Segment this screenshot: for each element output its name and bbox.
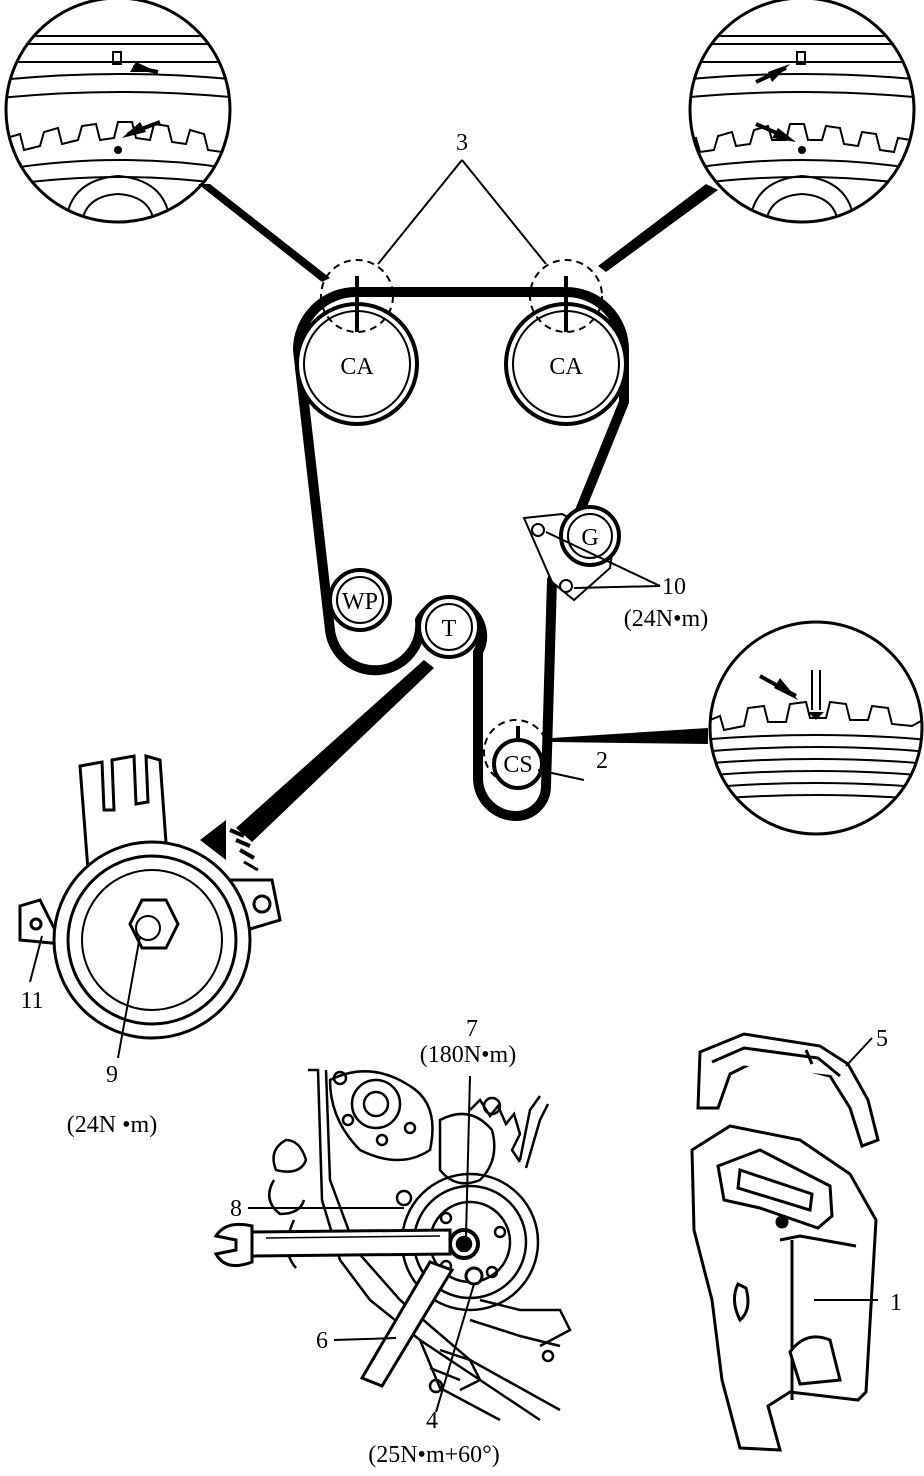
callout-9: 9 bbox=[106, 1062, 118, 1088]
detail-view-right-cam-mark bbox=[688, 0, 916, 224]
leader-6 bbox=[333, 1337, 397, 1341]
generator-pulley: G bbox=[522, 505, 621, 602]
camshaft-pulley-right: CA bbox=[504, 302, 628, 426]
pulley-label-ca-left: CA bbox=[340, 354, 374, 380]
pulley-label-ca-right: CA bbox=[549, 354, 583, 380]
callout-2: 2 bbox=[596, 748, 608, 774]
leader-7 bbox=[465, 1075, 471, 1237]
tensioner-detail bbox=[18, 753, 282, 1040]
leader-tensioner-detail bbox=[236, 660, 434, 842]
leader-10-a bbox=[545, 531, 661, 587]
callout-10: 10 bbox=[662, 574, 686, 600]
detail-view-crank-mark bbox=[708, 620, 924, 836]
timing-mark-circle-right bbox=[529, 259, 603, 333]
leader-10-b bbox=[573, 585, 661, 589]
leader-crank-detail bbox=[552, 728, 708, 744]
upper-timing-cover bbox=[696, 1032, 880, 1148]
callout-6: 6 bbox=[316, 1328, 328, 1354]
pulley-label-g: G bbox=[581, 525, 598, 551]
callout-5: 5 bbox=[876, 1026, 888, 1052]
lower-timing-cover bbox=[690, 1124, 878, 1452]
engine-front-view bbox=[267, 1068, 572, 1422]
leader-2 bbox=[537, 769, 585, 781]
leader-right-detail bbox=[598, 184, 718, 272]
callout-4-torque: (25N•m+60°) bbox=[368, 1442, 500, 1468]
callout-3: 3 bbox=[456, 130, 468, 156]
rotation-arrow bbox=[200, 820, 259, 872]
callout-1: 1 bbox=[890, 1290, 902, 1316]
callout-7: 7 bbox=[466, 1016, 478, 1042]
open-end-wrench bbox=[213, 1222, 452, 1268]
timing-mark-circle-left bbox=[320, 259, 394, 333]
callout-4: 4 bbox=[426, 1408, 438, 1434]
crankshaft-pulley: CS bbox=[483, 719, 549, 790]
callout-9-torque: (24N •m) bbox=[67, 1112, 157, 1138]
detail-view-left-cam-mark bbox=[4, 0, 232, 224]
leader-4 bbox=[435, 1283, 475, 1413]
leader-11 bbox=[29, 935, 43, 983]
tensioner-pulley: T bbox=[417, 595, 481, 659]
pulley-label-cs: CS bbox=[503, 752, 532, 778]
callout-7-torque: (180N•m) bbox=[420, 1042, 516, 1068]
leader-3-right bbox=[461, 159, 547, 265]
callout-11: 11 bbox=[20, 988, 43, 1014]
pulley-label-t: T bbox=[442, 616, 457, 642]
leader-5 bbox=[845, 1037, 873, 1067]
leader-3-left bbox=[377, 159, 463, 265]
leader-9 bbox=[117, 935, 141, 1059]
water-pump-pulley: WP bbox=[328, 568, 392, 632]
callout-10-torque: (24N•m) bbox=[624, 606, 708, 632]
pulley-label-wp: WP bbox=[342, 589, 378, 615]
callout-8: 8 bbox=[230, 1196, 242, 1222]
leader-left-detail bbox=[198, 184, 330, 282]
